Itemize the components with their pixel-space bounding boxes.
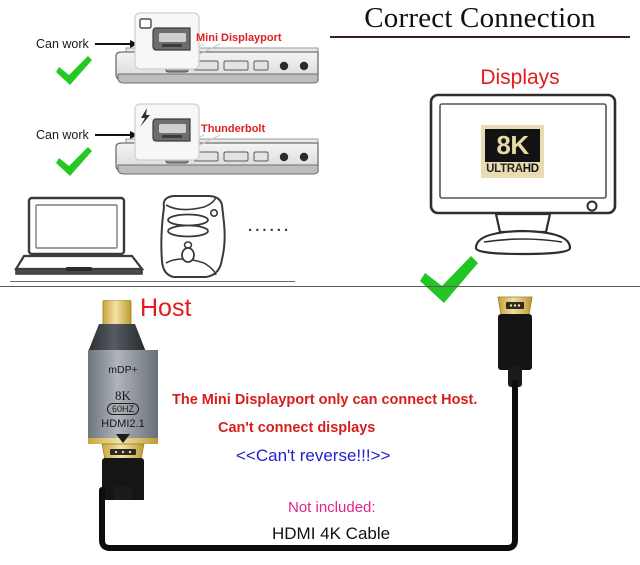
hdmi-plug-icon — [497, 296, 533, 387]
8k-badge-hd: HD — [522, 163, 539, 175]
desktop-tower-outline-icon — [160, 195, 226, 278]
8k-ultrahd-badge: 8K ULTRAHD — [481, 125, 544, 178]
displays-label: Displays — [480, 66, 560, 89]
adapter-direction-arrow-icon — [116, 434, 130, 443]
adapter-refresh-text: 60HZ — [106, 403, 139, 415]
can-work-label-1: Can work — [36, 37, 89, 51]
green-check-icon-3 — [420, 256, 478, 303]
middle-divider-rule — [0, 286, 640, 288]
laptop-outline-icon — [14, 196, 144, 275]
pointer-arrow-head-2 — [130, 130, 138, 139]
more-devices-dots: ······ — [248, 222, 292, 239]
mini-displayport-label: Mini Displayport — [196, 32, 282, 44]
host-label: Host — [140, 294, 192, 322]
8k-badge-panel: 8K — [485, 129, 540, 162]
green-check-icon-1 — [56, 56, 92, 85]
adapter-refresh: 60HZ — [70, 403, 176, 415]
thunderbolt-bolt-icon — [134, 103, 200, 161]
pointer-arrow-head-1 — [130, 39, 138, 48]
note-line-3: <<Can't reverse!!!>> — [236, 446, 391, 465]
not-included-item: HDMI 4K Cable — [272, 524, 391, 543]
title-underline — [330, 36, 630, 38]
left-divider-rule — [10, 281, 295, 283]
8k-badge-ultra: ULTRA — [486, 163, 523, 175]
adapter-standard: HDMI2.1 — [101, 418, 145, 430]
adapter-top-label: mDP+ — [108, 364, 138, 376]
pointer-arrow-line-1 — [95, 43, 132, 45]
note-line-1: The Mini Displayport only can connect Ho… — [172, 392, 478, 408]
green-check-icon-2 — [56, 147, 92, 176]
hdmi-cable-icon — [99, 380, 518, 551]
mini-displayport-icon — [134, 12, 200, 70]
pointer-arrow-line-2 — [95, 134, 132, 136]
note-line-2: Can't connect displays — [218, 420, 376, 436]
8k-badge-resolution: 8K — [496, 130, 529, 160]
8k-badge-subtitle: ULTRAHD — [481, 163, 544, 175]
thunderbolt-label: Thunderbolt — [201, 123, 266, 135]
adapter-resolution: 8K — [115, 388, 131, 403]
page-title: Correct Connection — [364, 2, 596, 34]
not-included-label: Not included: — [288, 499, 376, 516]
can-work-label-2: Can work — [36, 128, 89, 142]
mdp-to-hdmi-adapter: mDP+ 8K 60HZ HDMI2.1 — [70, 300, 176, 500]
